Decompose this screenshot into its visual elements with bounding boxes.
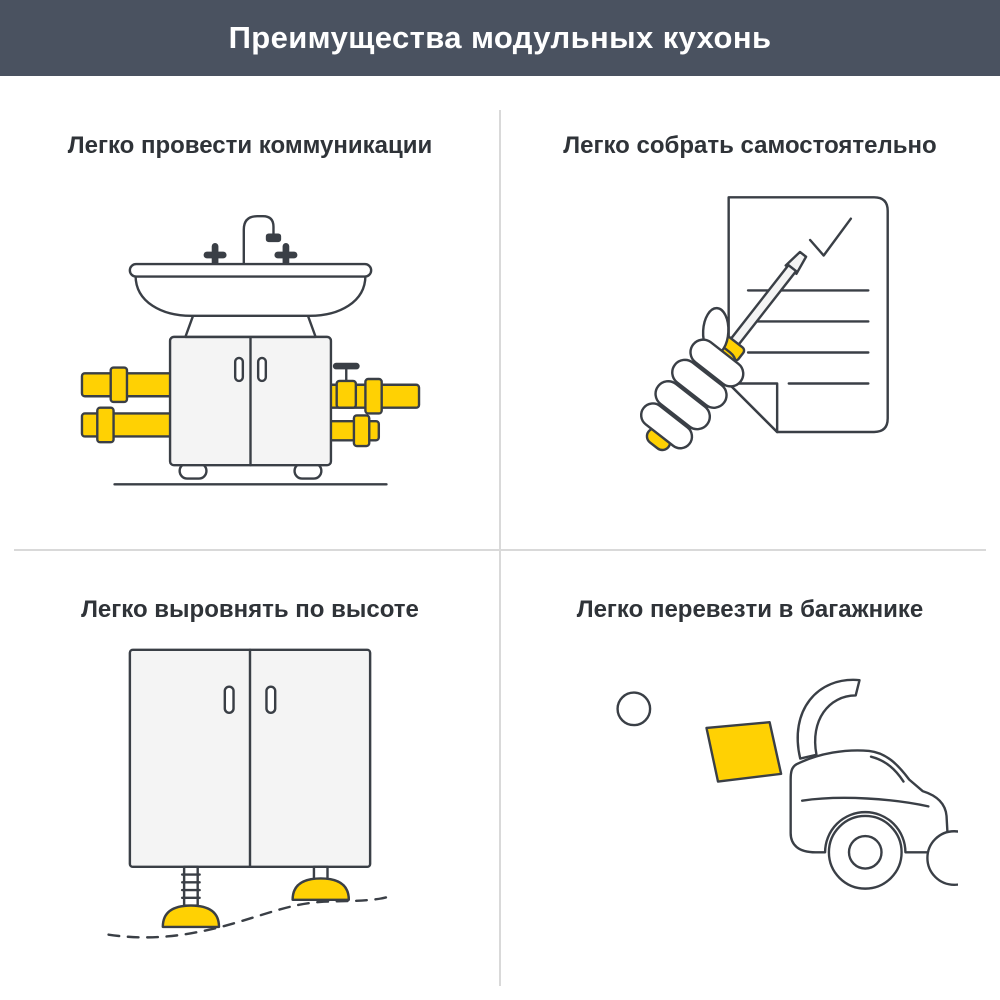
screwdriver-icon	[639, 250, 808, 452]
quadrant-leveling: Легко выровнять по высоте	[0, 550, 500, 1000]
adjustable-feet-cabinet-illustration	[107, 648, 393, 939]
page-title: Преимущества модульных кухонь	[228, 20, 772, 55]
quadrant-title: Легко перевезти в багажнике	[576, 596, 924, 623]
sink-cabinet-illustration	[80, 215, 420, 486]
car-trunk-loading-illustration	[577, 678, 958, 922]
screw-thread-icon	[180, 873, 201, 900]
quadrant-title: Легко выровнять по высоте	[81, 596, 419, 623]
person-head-icon	[615, 691, 651, 727]
front-wheel-icon	[925, 830, 958, 886]
quadrant-transport: Легко перевезти в багажнике	[500, 550, 1000, 1000]
quadrant-title: Легко провести коммуникации	[67, 132, 433, 159]
faucet-cross-handles	[203, 243, 297, 267]
benefits-grid: Легко провести коммуникации	[0, 76, 1000, 1000]
screwdriver-checklist-illustration	[639, 196, 889, 452]
box-icon	[704, 721, 782, 783]
vertical-divider	[499, 110, 501, 986]
quadrant-assembly: Легко собрать самостоятельно	[500, 76, 1000, 550]
hand-icon	[639, 306, 745, 450]
quadrant-title: Легко собрать самостоятельно	[563, 132, 937, 159]
quadrant-communications: Легко провести коммуникации	[0, 76, 500, 550]
person-icon	[577, 732, 705, 922]
horizontal-divider	[14, 549, 986, 551]
header-banner: Преимущества модульных кухонь	[0, 0, 1000, 76]
